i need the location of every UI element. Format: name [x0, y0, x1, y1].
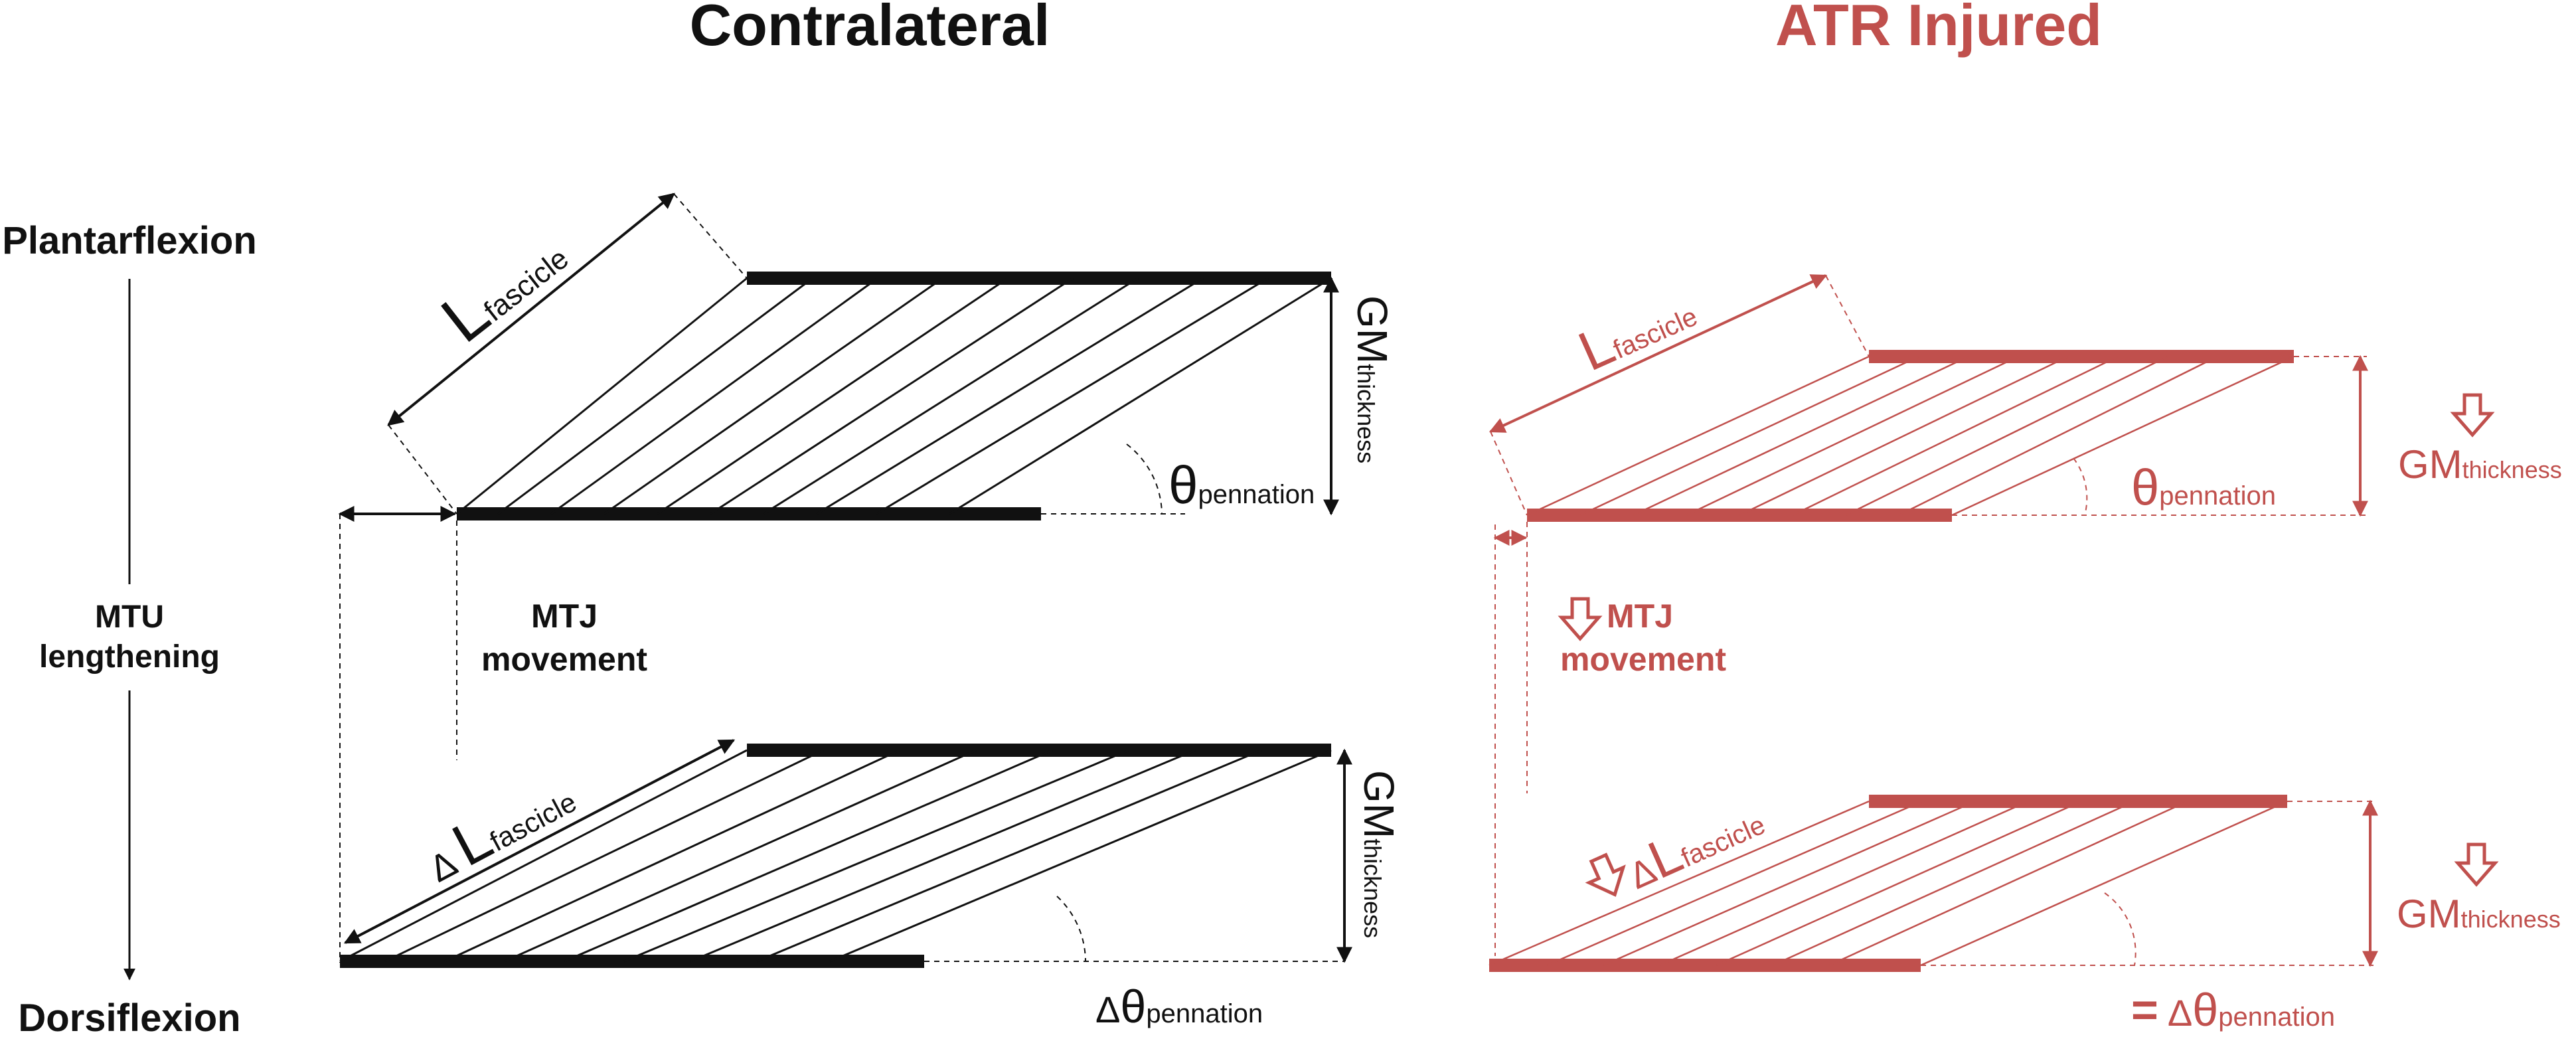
contralateral-dorsiflexion-muscle: ΔLfascicle GMthickness Δθpennation	[339, 739, 1403, 1032]
label-mtu: MTU	[95, 599, 164, 635]
injured-plantarflexion-muscle: Lfascicle GMthickness θpennation	[1489, 274, 2562, 522]
label-mtj-contralateral: MTJ	[531, 598, 598, 635]
down-hollow-arrow-icon	[1585, 852, 1626, 897]
left-axis: Plantarflexion MTU lengthening Dorsiflex…	[2, 219, 257, 1039]
label-gm-thickness-dorsi: GMthickness	[1355, 770, 1403, 938]
label-gm-thickness-plantar: GMthickness	[1348, 295, 1396, 463]
down-hollow-arrow-icon	[2450, 393, 2495, 438]
title-atr-injured: ATR Injured	[1775, 0, 2102, 58]
fascicle-lines	[456, 277, 1332, 515]
upper-aponeurosis	[1869, 795, 2287, 808]
lower-aponeurosis	[1489, 959, 1921, 972]
label-delta-l-fascicle-contralateral: ΔLfascicle	[413, 761, 584, 895]
injured-dorsiflexion-muscle: ΔLfascicle GMthickness =Δθpennation	[1489, 788, 2561, 1036]
label-gm-thickness-injured-plantar: GMthickness	[2398, 442, 2562, 487]
label-delta-theta-pennation-contralateral: Δθpennation	[1095, 981, 1263, 1032]
label-theta-pennation-plantar: θpennation	[1168, 455, 1315, 515]
contralateral-mtj-movement: MTJ movement	[338, 506, 647, 963]
label-equals-delta-theta-pennation-injured: =Δθpennation	[2131, 984, 2335, 1036]
lower-aponeurosis	[457, 507, 1041, 520]
label-dorsiflexion: Dorsiflexion	[18, 997, 240, 1039]
injured-mtj-movement: MTJ movement	[1493, 522, 1726, 956]
upper-aponeurosis	[747, 744, 1331, 757]
contralateral-plantarflexion-muscle: Lfascicle GMthickness θpennation	[387, 193, 1396, 520]
down-hollow-arrow-icon	[1558, 597, 1603, 641]
label-delta-l-fascicle-injured: ΔLfascicle	[1617, 788, 1772, 900]
upper-aponeurosis	[747, 272, 1331, 285]
label-plantarflexion: Plantarflexion	[2, 219, 257, 262]
fascicle-lines	[1489, 800, 2288, 967]
label-mtj-injured: MTJ	[1607, 598, 1673, 635]
label-lengthening: lengthening	[39, 639, 220, 675]
fascicle-lines	[1526, 355, 2294, 517]
down-hollow-arrow-icon	[2454, 842, 2499, 887]
label-movement-contralateral: movement	[481, 641, 647, 678]
label-l-fascicle-plantar: Lfascicle	[428, 216, 580, 357]
label-l-fascicle-injured: Lfascicle	[1570, 277, 1704, 382]
lower-aponeurosis	[340, 955, 924, 968]
upper-aponeurosis	[1869, 350, 2294, 363]
label-gm-thickness-injured-dorsi: GMthickness	[2397, 892, 2561, 936]
label-movement-injured: movement	[1560, 641, 1726, 678]
title-contralateral: Contralateral	[690, 0, 1050, 58]
label-theta-pennation-injured: θpennation	[2131, 459, 2276, 516]
